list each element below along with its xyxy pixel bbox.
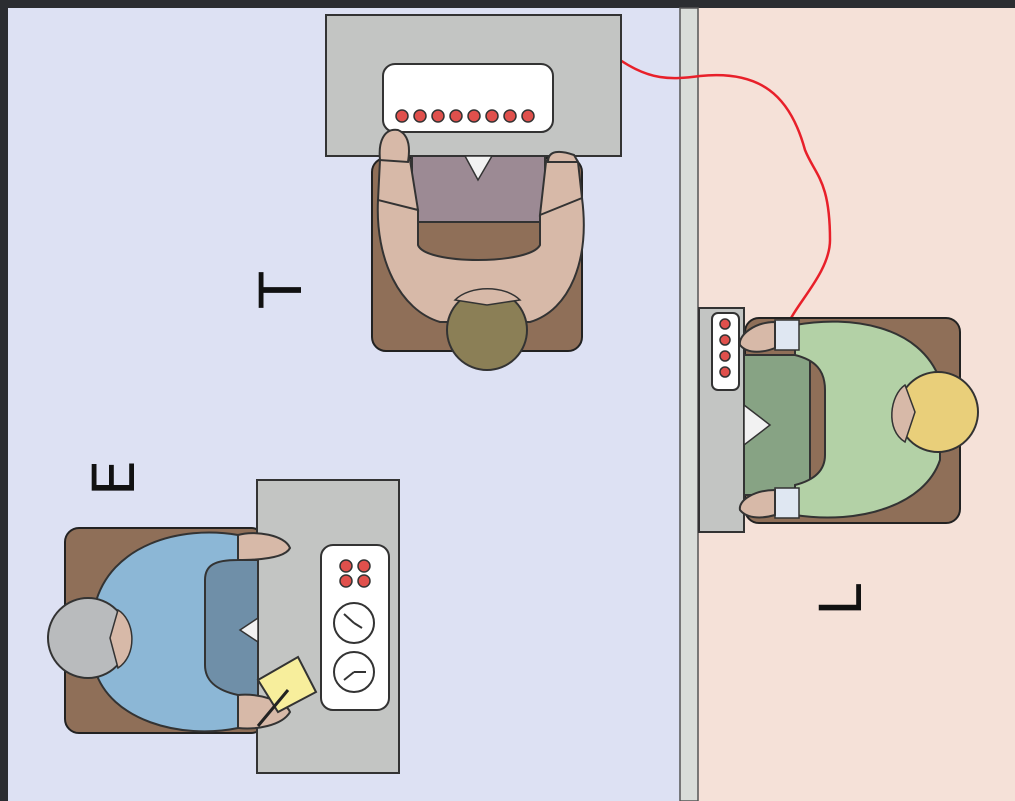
- button-icon: [358, 560, 370, 572]
- dividing-wall: [680, 8, 698, 801]
- button-icon: [340, 575, 352, 587]
- button-icon: [720, 335, 730, 345]
- button-icon: [468, 110, 480, 122]
- button-icon: [450, 110, 462, 122]
- learner-group: [699, 308, 978, 532]
- learner-strap-bottom: [775, 488, 799, 518]
- button-icon: [720, 367, 730, 377]
- label-teacher: T: [247, 272, 315, 309]
- button-icon: [486, 110, 498, 122]
- learner-strap-top: [775, 320, 799, 350]
- label-learner: L: [807, 584, 875, 616]
- clock-icon: [334, 652, 374, 692]
- button-icon: [340, 560, 352, 572]
- label-experimenter: E: [80, 460, 148, 497]
- clock-icon: [334, 603, 374, 643]
- button-icon: [396, 110, 408, 122]
- teacher-left-hand: [380, 130, 409, 162]
- button-icon: [414, 110, 426, 122]
- button-icon: [358, 575, 370, 587]
- button-icon: [432, 110, 444, 122]
- button-icon: [720, 319, 730, 329]
- button-icon: [720, 351, 730, 361]
- button-icon: [522, 110, 534, 122]
- button-icon: [504, 110, 516, 122]
